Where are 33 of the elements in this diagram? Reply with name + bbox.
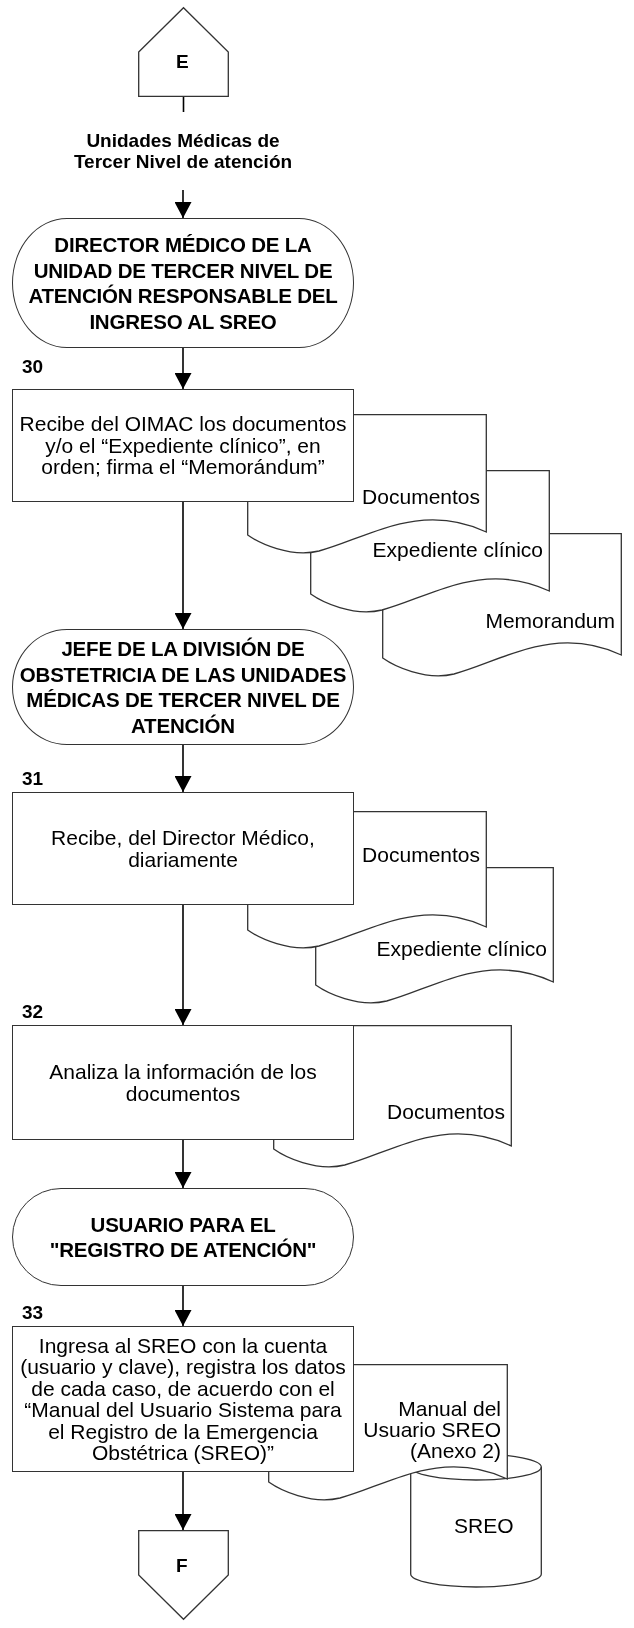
step-number: 30 xyxy=(22,356,44,378)
process-box xyxy=(12,1025,354,1140)
step-description: Analiza la información de los documentos xyxy=(48,1061,318,1104)
arrow xyxy=(174,1139,192,1189)
arrow xyxy=(174,501,192,630)
document-label: Documentos xyxy=(362,485,480,507)
document-label: Expediente clínico xyxy=(376,937,547,959)
connector-letter: F xyxy=(176,1556,188,1576)
arrow xyxy=(174,1285,192,1327)
role-title: JEFE DE LA DIVISIÓN DE OBSTETRICIA DE LAS UNIDADES MÉDICAS DE TERCER NIVEL DE ATENCIÓN xyxy=(18,636,348,738)
heading-text: Unidades Médicas de Tercer Nivel de atención xyxy=(56,112,310,190)
step-description: Recibe del OIMAC los documentos y/o el “Expediente clínico”, en orden; firma el “Memorándum” xyxy=(18,413,348,478)
process-box xyxy=(12,389,354,502)
process-box xyxy=(12,792,354,905)
document-label: Memorandum xyxy=(485,609,615,631)
step-description: Recibe, del Director Médico, diariamente xyxy=(50,827,316,870)
step-number: 31 xyxy=(22,768,44,790)
step-description: Ingresa al SREO con la cuenta (usuario y clave), registra los datos de cada caso, de acuerdo con el “Manual del Usuario Sistema para el Registro de la Emergencia Obstétrica (SREO)” xyxy=(19,1334,347,1464)
arrow xyxy=(174,744,192,793)
document-label: Manual del Usuario SREO (Anexo 2) xyxy=(362,1397,501,1461)
database-label: SREO xyxy=(454,1515,514,1536)
document-label: Documentos xyxy=(362,843,480,865)
step-number: 33 xyxy=(22,1302,44,1324)
arrow xyxy=(174,1471,192,1531)
arrow xyxy=(174,347,192,390)
arrow xyxy=(174,189,192,219)
document-label: Expediente clínico xyxy=(372,538,543,560)
role-title: DIRECTOR MÉDICO DE LA UNIDAD DE TERCER NIVEL DE ATENCIÓN RESPONSABLE DEL INGRESO AL SREO xyxy=(27,232,339,334)
step-number: 32 xyxy=(22,1001,44,1023)
arrow xyxy=(174,904,192,1026)
connector-letter: E xyxy=(176,52,189,72)
document-label: Documentos xyxy=(387,1100,505,1122)
role-title: USUARIO PARA EL "REGISTRO DE ATENCIÓN" xyxy=(48,1211,318,1263)
